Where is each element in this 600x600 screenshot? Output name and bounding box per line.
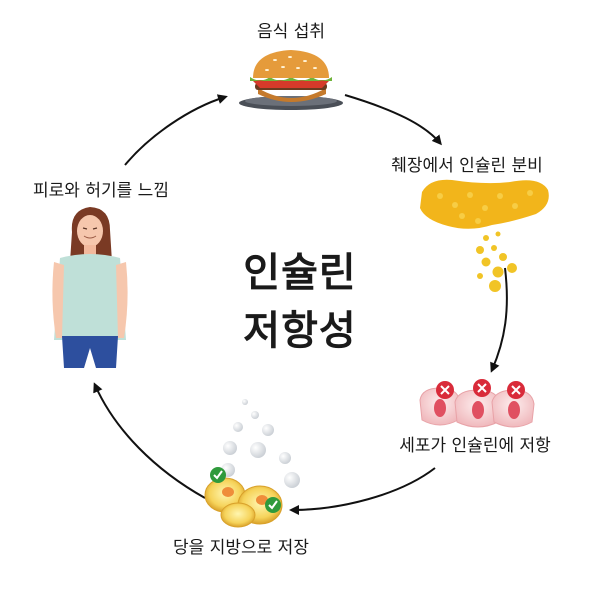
arrow-fat-to-woman <box>93 382 206 499</box>
step-label-store-sugar-as-fat: 당을 지방으로 저장 <box>173 538 309 558</box>
step-label-food-intake: 음식 섭취 <box>257 22 325 42</box>
step-label-cells-resist-insulin: 세포가 인슐린에 저항 <box>399 436 551 456</box>
fat-cells-icon <box>204 399 300 528</box>
tired-woman-icon <box>52 207 128 368</box>
arrow-food-to-pancreas <box>344 94 442 146</box>
step-label-pancreas-secretes-insulin: 췌장에서 인슐린 분비 <box>391 156 543 176</box>
pancreas-icon <box>420 179 549 292</box>
arrow-pancreas-to-cells <box>490 267 508 373</box>
center-title-line2: 저항성 <box>243 308 357 354</box>
hamburger-icon <box>239 50 343 110</box>
arrow-cells-to-fat <box>289 467 436 515</box>
resistant-cells-icon <box>419 379 535 428</box>
arrow-woman-to-food <box>124 94 228 166</box>
step-label-fatigue-and-hunger: 피로와 허기를 느낌 <box>33 181 169 201</box>
center-title-line1: 인슐린 <box>243 250 357 296</box>
